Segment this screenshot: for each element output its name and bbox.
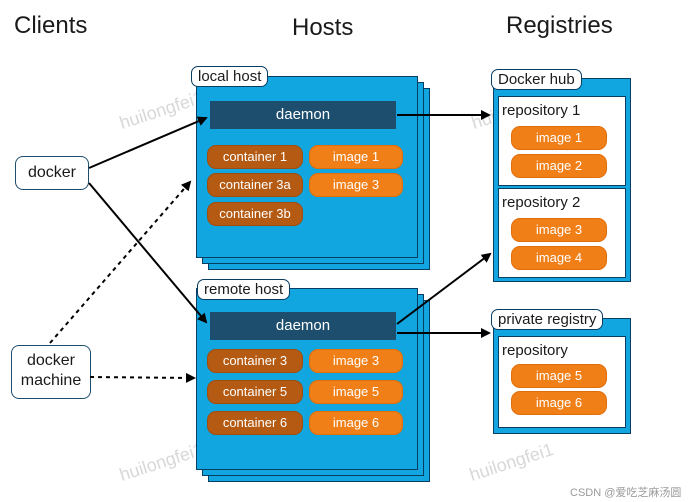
hub-repo1-image-2: image 2 xyxy=(511,154,607,178)
local-image-3: image 3 xyxy=(309,173,403,197)
remote-image-5: image 5 xyxy=(309,380,403,404)
local-container-1: container 1 xyxy=(207,145,303,169)
docker-machine-line1: docker xyxy=(26,352,76,369)
local-container-3a: container 3a xyxy=(207,173,303,197)
remote-daemon: daemon xyxy=(210,312,396,340)
arrow-docker-to-remote-daemon xyxy=(88,182,208,324)
remote-host-label: remote host xyxy=(197,279,291,300)
remote-container-5: container 5 xyxy=(207,380,303,404)
docker-machine-client[interactable]: docker machine xyxy=(11,345,91,399)
hub-repo2-image-3: image 3 xyxy=(511,218,607,242)
hosts-heading: Hosts xyxy=(292,14,354,41)
clients-heading: Clients xyxy=(14,12,88,39)
footer-credit: CSDN @爱吃芝麻汤圆 xyxy=(570,487,682,499)
arrow-machine-to-remote-host xyxy=(89,372,196,383)
remote-image-6: image 6 xyxy=(309,411,403,435)
repository-2-label: repository 2 xyxy=(502,194,581,211)
local-daemon: daemon xyxy=(210,101,396,129)
hub-repo1-image-1: image 1 xyxy=(511,126,607,150)
local-image-1: image 1 xyxy=(309,145,403,169)
private-registry-label: private registry xyxy=(491,309,604,330)
private-image-6: image 6 xyxy=(511,391,607,415)
private-repository-label: repository xyxy=(502,342,568,359)
docker-client[interactable]: docker xyxy=(15,156,89,190)
arrow-docker-to-local-daemon xyxy=(88,116,208,169)
local-container-3b: container 3b xyxy=(207,202,303,226)
repository-1-label: repository 1 xyxy=(502,102,581,119)
arrow-remote-daemon-to-hub xyxy=(396,252,492,325)
remote-image-3: image 3 xyxy=(309,349,403,373)
registries-heading: Registries xyxy=(506,12,613,39)
remote-container-6: container 6 xyxy=(207,411,303,435)
docker-machine-line2: machine xyxy=(20,372,82,389)
docker-hub-label: Docker hub xyxy=(491,69,582,90)
local-host-label: local host xyxy=(191,66,269,87)
remote-container-3: container 3 xyxy=(207,349,303,373)
hub-repo2-image-4: image 4 xyxy=(511,246,607,270)
arrow-machine-to-local-host xyxy=(49,180,192,344)
private-image-5: image 5 xyxy=(511,364,607,388)
